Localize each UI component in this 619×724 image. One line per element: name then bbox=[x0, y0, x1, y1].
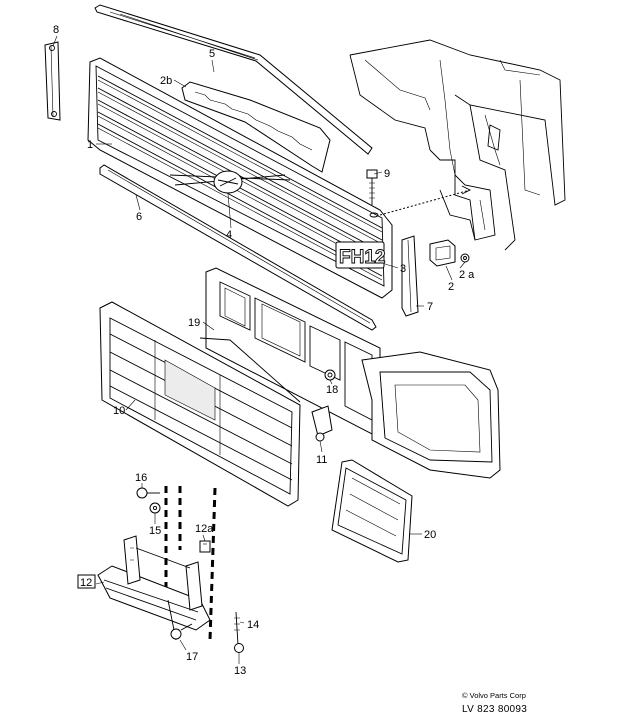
grille-seal-2b bbox=[181, 81, 331, 173]
callout-15: 15 bbox=[149, 525, 161, 537]
nut-13 bbox=[234, 643, 244, 653]
clip-12a bbox=[199, 540, 211, 553]
callout-leaders bbox=[52, 35, 466, 664]
callout-5: 5 bbox=[209, 48, 215, 60]
washer-15 bbox=[149, 502, 161, 514]
screw-17 bbox=[170, 623, 193, 640]
callout-18: 18 bbox=[326, 384, 338, 396]
upper-trim-strip bbox=[94, 4, 373, 155]
callout-7: 7 bbox=[427, 301, 433, 313]
hinge-11 bbox=[311, 405, 333, 442]
lens-cover-20 bbox=[331, 459, 413, 563]
callout-4: 4 bbox=[226, 229, 232, 241]
model-badge-3: FH12 bbox=[335, 241, 386, 269]
callout-12: 12 bbox=[80, 577, 92, 589]
side-trim-7 bbox=[401, 235, 419, 317]
callout-labels: 8 5 2b 1 9 6 4 3 2 a 2 7 19 18 10 11 16 … bbox=[53, 24, 475, 677]
side-trim-8 bbox=[44, 41, 61, 121]
callout-10: 10 bbox=[113, 405, 125, 417]
callout-12a: 12a bbox=[195, 523, 214, 535]
callout-8: 8 bbox=[53, 24, 59, 36]
callout-3: 3 bbox=[400, 263, 406, 275]
callout-13: 13 bbox=[234, 665, 246, 677]
main-grille-1 bbox=[87, 57, 393, 299]
grille-frame-19 bbox=[205, 267, 381, 435]
callout-6: 6 bbox=[136, 211, 142, 223]
callout-1: 1 bbox=[87, 139, 93, 151]
callout-20: 20 bbox=[424, 529, 436, 541]
document-id: LV 823 80093 bbox=[462, 704, 528, 715]
bolt-14 bbox=[234, 611, 240, 646]
callout-9: 9 bbox=[384, 168, 390, 180]
callout-17: 17 bbox=[186, 651, 198, 663]
lower-trim-strip-6 bbox=[99, 164, 377, 331]
callout-14: 14 bbox=[247, 619, 259, 631]
headlamp-housing bbox=[361, 351, 501, 479]
clip-18 bbox=[324, 369, 336, 381]
copyright-notice: © Volvo Parts Corp bbox=[462, 691, 526, 700]
hinge-bracket-2 bbox=[429, 239, 470, 267]
lower-grille-10 bbox=[99, 301, 301, 507]
callout-2: 2 bbox=[448, 281, 454, 293]
callout-16: 16 bbox=[135, 472, 147, 484]
callout-2b: 2b bbox=[160, 75, 172, 87]
screw-16 bbox=[136, 487, 160, 499]
callout-11: 11 bbox=[316, 454, 327, 466]
screw-9 bbox=[366, 169, 378, 205]
callout-2a: 2 a bbox=[459, 269, 475, 281]
callout-19: 19 bbox=[188, 317, 200, 329]
cab-front-panel bbox=[349, 39, 566, 251]
callout-12-box bbox=[77, 574, 96, 589]
bracket-assembly-12 bbox=[97, 535, 211, 641]
badge-text: FH12 bbox=[339, 247, 385, 268]
